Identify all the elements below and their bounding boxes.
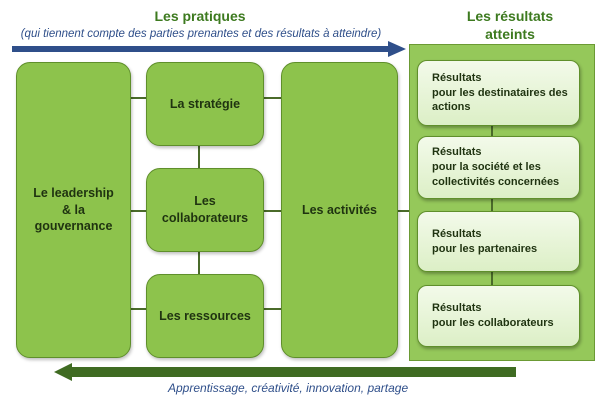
result-recipients-box: Résultats pour les destinataires des act… <box>417 60 580 126</box>
result-collaborators-box: Résultats pour les collaborateurs <box>417 285 580 347</box>
results-title: Les résultats atteints <box>466 8 554 42</box>
connector-line <box>264 97 282 99</box>
connector-line <box>264 308 282 310</box>
top-arrow-icon <box>12 41 406 57</box>
practices-title: Les pratiques <box>154 8 246 24</box>
connector-line <box>397 210 409 212</box>
leadership-box: Le leadership & la gouvernance <box>16 62 131 358</box>
connector-line <box>264 210 282 212</box>
connector-line <box>130 210 148 212</box>
collaborators-box: Les collaborateurs <box>146 168 264 252</box>
bottom-caption: Apprentissage, créativité, innovation, p… <box>168 381 409 395</box>
result-partners-box: Résultats pour les partenaires <box>417 211 580 272</box>
connector-line <box>130 97 148 99</box>
practices-subtitle: (qui tiennent compte des parties prenant… <box>20 28 382 40</box>
strategy-box: La stratégie <box>146 62 264 146</box>
resources-box: Les ressources <box>146 274 264 358</box>
connector-line <box>198 144 200 170</box>
bottom-arrow-icon <box>54 363 516 381</box>
activities-box: Les activités <box>281 62 398 358</box>
results-connector-line <box>491 126 493 290</box>
connector-line <box>198 250 200 276</box>
result-society-box: Résultats pour la société et les collect… <box>417 136 580 199</box>
connector-line <box>130 308 148 310</box>
